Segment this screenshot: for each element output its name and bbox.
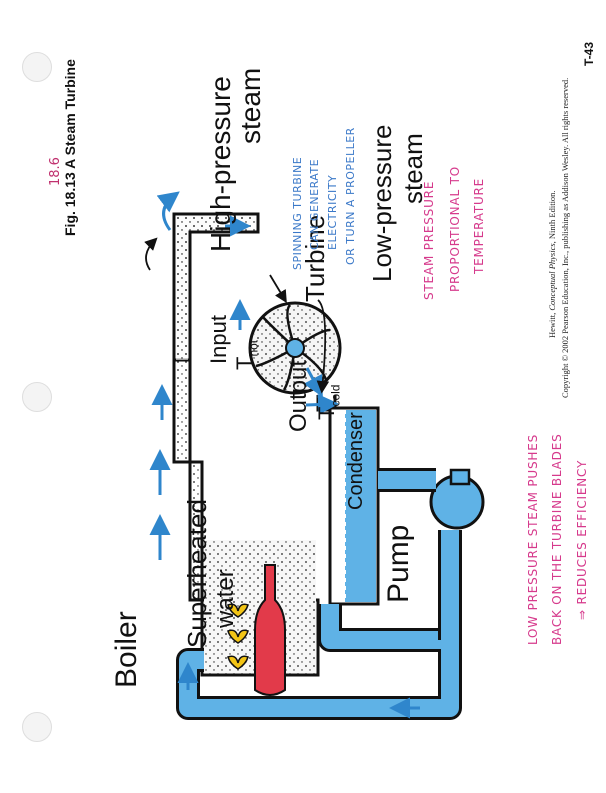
pink-note-bottom-line-1: LOW PRESSURE STEAM PUSHES <box>526 433 540 645</box>
pink-note-top-line-3: TEMPERATURE <box>472 177 486 274</box>
label-low-pressure: Low-pressure <box>367 124 397 282</box>
flow-arrows <box>149 191 420 719</box>
binder-hole <box>22 382 52 412</box>
label-pump: Pump <box>382 524 415 603</box>
burner <box>254 564 286 696</box>
blue-note-line-4: OR TURN A PROPELLER <box>344 127 357 265</box>
binder-hole <box>22 712 52 742</box>
pink-note-top-line-1: STEAM PRESSURE <box>422 180 436 300</box>
turbine-hub <box>285 338 305 358</box>
label-superheated-1: Superheated <box>182 499 212 648</box>
pink-note-top-line-2: PROPORTIONAL TO <box>448 166 462 292</box>
label-output: Output <box>285 359 312 432</box>
label-water: water <box>212 569 239 628</box>
page-id: T-43 <box>582 41 596 66</box>
pink-note-bottom-line-2: BACK ON THE TURBINE BLADES <box>550 433 564 645</box>
blue-note-line-1: SPINNING TURBINE <box>291 156 304 270</box>
label-high-pressure: High-pressure <box>205 76 236 252</box>
label-condenser: Condenser <box>345 412 367 510</box>
label-high-pressure-steam: steam <box>235 67 266 144</box>
flames <box>227 603 249 670</box>
pump <box>429 468 485 530</box>
label-input: Input <box>206 315 231 364</box>
figure-caption: Fig. 18.13 A Steam Turbine <box>62 59 78 236</box>
handwritten-ref: 18.6 <box>48 157 63 186</box>
credit-line-2: Copyright © 2002 Pearson Education, Inc.… <box>560 77 570 398</box>
label-t-cold: Tcold <box>314 384 343 420</box>
pink-note-bottom-line-3: ⇒ REDUCES EFFICIENCY <box>575 459 589 620</box>
label-t-hot: Thot <box>232 339 261 370</box>
label-boiler: Boiler <box>110 611 143 688</box>
binder-hole <box>22 52 52 82</box>
credit-line-1: Hewitt, Conceptual Physics, Ninth Editio… <box>547 190 557 338</box>
blue-note-line-3: ELECTRICITY <box>326 174 339 250</box>
blue-note-line-2: CAN GENERATE <box>308 158 321 250</box>
